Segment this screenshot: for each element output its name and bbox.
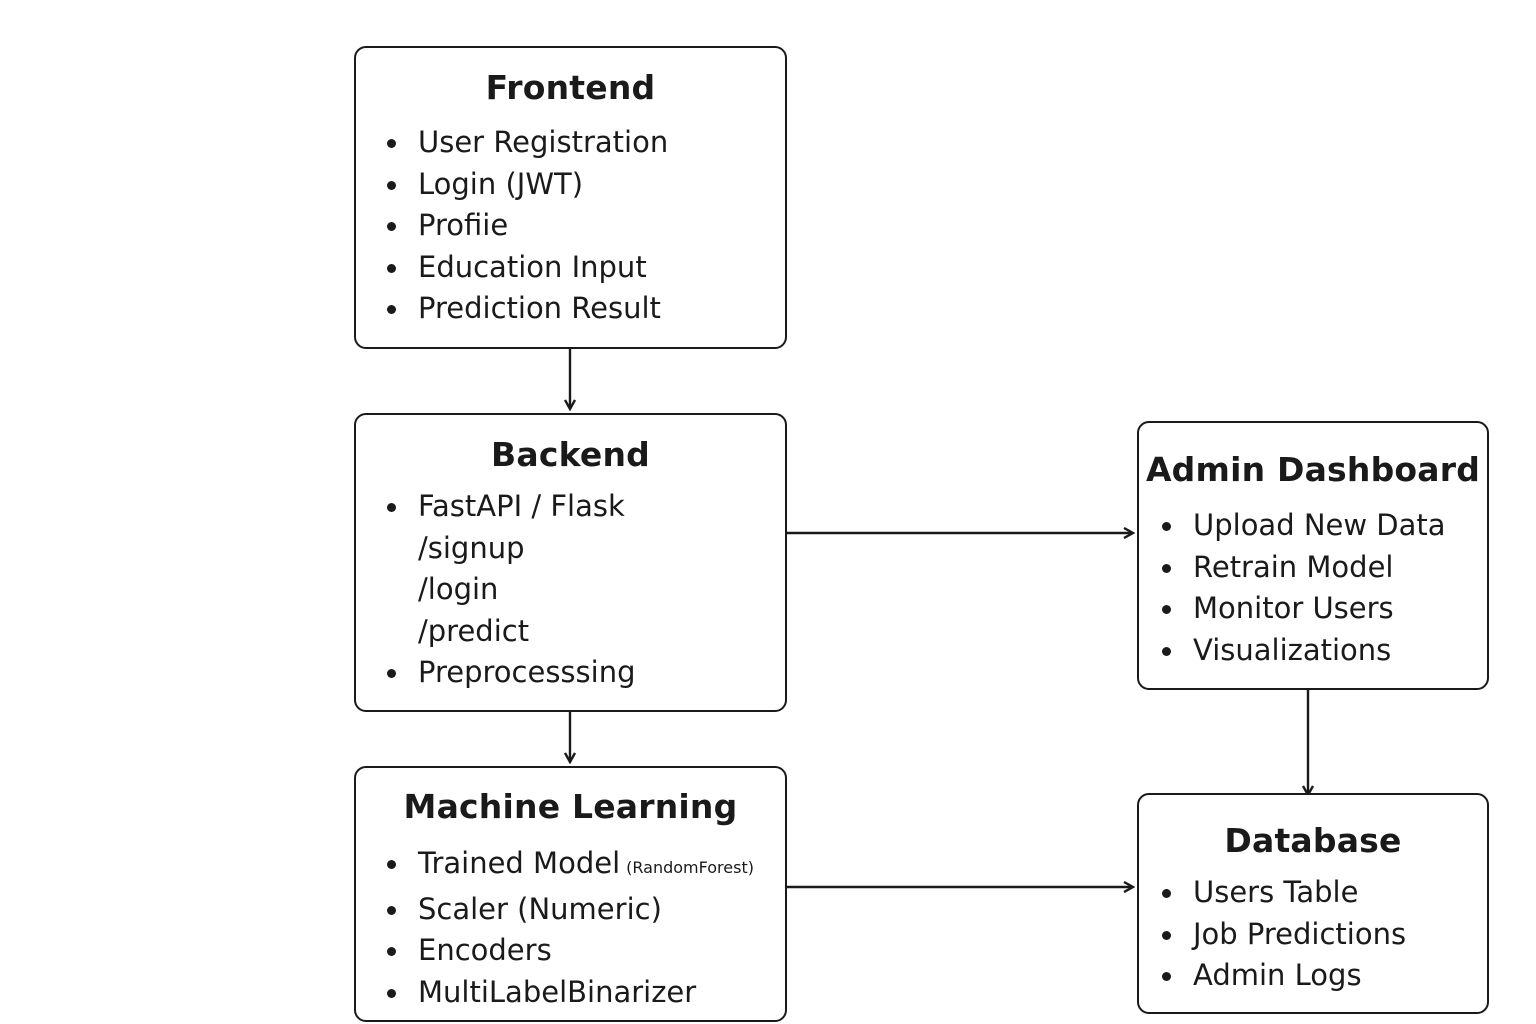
backend-list: FastAPI / Flask /signup /login /predict … [387,486,636,694]
route-item: /signup [418,530,525,565]
machine-learning-list: Trained Model (RandomForest) Scaler (Nume… [387,843,754,1014]
list-item: MultiLabelBinarizer [387,972,754,1014]
list-item: Admin Logs [1161,955,1406,997]
list-item: Login (JWT) [386,164,668,206]
list-item: Upload New Data [1162,505,1446,547]
model-type-note: (RandomForest) [626,858,754,877]
list-item: Trained Model (RandomForest) [387,843,754,889]
list-item: Scaler (Numeric) [387,889,754,931]
route-item: /login [418,572,499,606]
list-item: User Registration [386,122,668,164]
database-title: Database [1224,821,1402,860]
list-item-label: Trained Model [418,846,621,880]
frontend-list: User Registration Login (JWT) Profiie Ed… [386,122,668,330]
backend-box: Backend FastAPI / Flask /signup /login /… [354,413,787,712]
backend-title: Backend [491,435,650,474]
list-item: Education Input [386,247,668,289]
frontend-title: Frontend [485,68,656,107]
list-item: Profiie [386,205,668,247]
route-item: /predict [418,613,530,648]
list-item: Job Predictions [1161,914,1406,956]
list-item: Prediction Result [386,288,668,330]
list-item: Preprocesssing [387,652,636,694]
database-box: Database Users Table Job Predictions Adm… [1137,793,1489,1014]
list-item: Monitor Users [1162,588,1446,630]
frontend-box: Frontend User Registration Login (JWT) P… [354,46,787,349]
list-item: Encoders [387,930,754,972]
admin-dashboard-box: Admin Dashboard Upload New Data Retrain … [1137,421,1489,690]
admin-dashboard-title: Admin Dashboard [1145,450,1481,489]
list-item: Users Table [1161,872,1406,914]
machine-learning-title: Machine Learning [403,787,738,826]
admin-dashboard-list: Upload New Data Retrain Model Monitor Us… [1162,505,1446,672]
database-list: Users Table Job Predictions Admin Logs [1161,872,1406,997]
list-item: Visualizations [1162,630,1446,672]
list-item: FastAPI / Flask [387,486,636,528]
list-item: Retrain Model [1162,547,1446,589]
machine-learning-box: Machine Learning Trained Model (RandomFor… [354,766,787,1022]
